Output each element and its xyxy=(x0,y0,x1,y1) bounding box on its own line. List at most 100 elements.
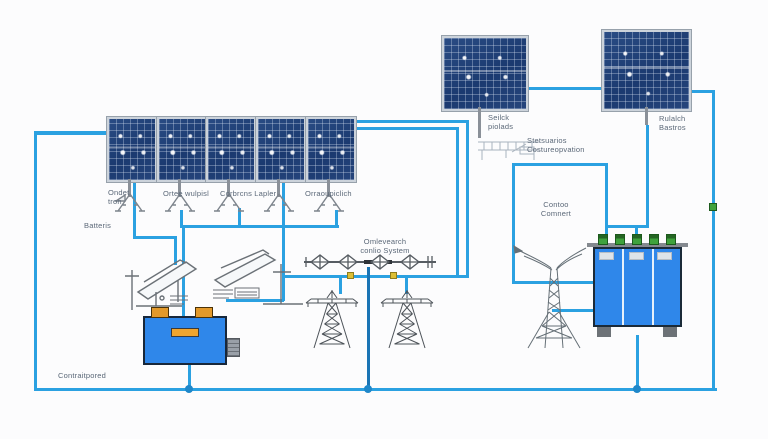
transformer-foot xyxy=(597,327,611,337)
transformer-divider xyxy=(652,249,654,325)
wire xyxy=(523,87,603,90)
transformer-nameplate xyxy=(629,252,644,260)
battery-area-label: Batteris xyxy=(84,221,111,230)
battery-terminal xyxy=(195,307,213,318)
junction-dot xyxy=(633,385,641,393)
panel-stand-icon xyxy=(165,193,195,212)
battery-terminal xyxy=(151,307,169,318)
stand-label: Ondet tron xyxy=(108,188,129,206)
conveyor-icon xyxy=(125,259,198,310)
wire xyxy=(339,276,342,294)
stand-label-text: Ondet xyxy=(108,188,130,197)
transformer-busbar xyxy=(587,243,688,247)
panel-stand-icon xyxy=(314,193,344,212)
solar-panel-icon xyxy=(206,117,256,182)
wire xyxy=(174,237,177,265)
wire xyxy=(282,275,469,278)
stand-label-text: tron xyxy=(108,197,122,206)
transformer-bushing xyxy=(649,234,659,245)
panel-pole xyxy=(478,107,481,138)
wire xyxy=(133,180,136,239)
solar-panel-icon xyxy=(256,117,306,182)
wire xyxy=(512,163,608,166)
battery-area-label-text: Batteris xyxy=(84,221,112,230)
battery-slot xyxy=(171,328,199,337)
wire xyxy=(180,225,339,228)
grid-sketch-icon xyxy=(478,141,540,160)
panel-pole xyxy=(645,107,648,125)
transformer-icon xyxy=(593,247,682,327)
insulator-chain-icon xyxy=(304,254,436,270)
wire xyxy=(605,163,608,244)
wire xyxy=(188,365,191,389)
wire xyxy=(226,299,284,302)
junction-dot xyxy=(364,385,372,393)
wire xyxy=(512,163,515,284)
transformer-bushing xyxy=(666,234,676,245)
lattice-mast-icon xyxy=(513,245,587,349)
transformer-bushing xyxy=(598,234,608,245)
wire xyxy=(605,225,649,228)
wire xyxy=(405,276,408,294)
wire xyxy=(712,90,715,390)
big-panel-label-text: Bastros xyxy=(659,123,686,132)
wire xyxy=(282,179,285,301)
transformer-bushing xyxy=(632,234,642,245)
wire xyxy=(646,125,649,227)
line-system-label-text: Omlevearch xyxy=(363,237,407,246)
wire xyxy=(456,128,459,277)
connector-tick xyxy=(390,272,397,279)
solar-panel-icon xyxy=(442,36,528,111)
wire xyxy=(238,208,241,227)
stand-label: Corbrcns Lapler xyxy=(220,189,276,198)
line-system-label-text: conlio System xyxy=(360,246,410,255)
connector-tick xyxy=(709,203,717,211)
big-panel-label: Seilck piolads xyxy=(488,113,513,131)
panel-pole xyxy=(327,179,330,197)
stand-label: Orraoupiclich xyxy=(305,189,352,198)
stand-label-text: Orraoupiclich xyxy=(305,189,352,198)
stand-label-text: Corbrcns Lapler xyxy=(220,189,277,198)
wire xyxy=(34,131,37,390)
battery-icon xyxy=(143,316,227,365)
wire xyxy=(687,90,714,93)
wire xyxy=(466,121,469,277)
line-system-label: Omlevearch conlio System xyxy=(335,237,435,255)
wire xyxy=(180,210,183,227)
junction-dot xyxy=(185,385,193,393)
stand-label-text: Ortee wulpisl xyxy=(163,189,209,198)
sketch-label: Stetsuarios Costureopvation xyxy=(527,136,585,154)
wire xyxy=(335,210,338,227)
transformer-nameplate xyxy=(657,252,672,260)
transformer-divider xyxy=(622,249,624,325)
big-panel-label: Rulalch Bastros xyxy=(659,114,686,132)
transmission-tower-icon xyxy=(305,290,359,349)
tower-label: Contoo Comnert xyxy=(524,200,588,218)
solar-panel-icon xyxy=(306,117,356,182)
tower-label-text: Comnert xyxy=(540,209,572,218)
panel-pole xyxy=(277,179,280,197)
panel-stand-icon xyxy=(214,193,244,212)
panel-stand-icon xyxy=(264,193,294,212)
solar-panel-icon xyxy=(157,117,207,182)
wire xyxy=(34,388,717,391)
big-panel-label-text: Seilck xyxy=(488,113,510,122)
battery-connector xyxy=(227,338,240,357)
solar-panel-icon xyxy=(602,30,691,111)
transmission-tower-icon xyxy=(380,290,434,349)
wire xyxy=(34,131,108,135)
sketch-label-text: Stetsuarios xyxy=(527,136,567,145)
panel-pole xyxy=(227,179,230,197)
transformer-foot xyxy=(663,327,677,337)
wire xyxy=(352,120,469,123)
big-panel-label-text: piolads xyxy=(488,122,514,131)
solar-panel-icon xyxy=(107,117,157,182)
wire xyxy=(367,267,370,389)
transformer-nameplate xyxy=(599,252,614,260)
wire xyxy=(552,309,596,312)
panel-stand-icon xyxy=(113,193,145,212)
wire xyxy=(133,236,177,239)
conveyor-icon xyxy=(213,249,303,305)
big-panel-label-text: Rulalch xyxy=(659,114,686,123)
